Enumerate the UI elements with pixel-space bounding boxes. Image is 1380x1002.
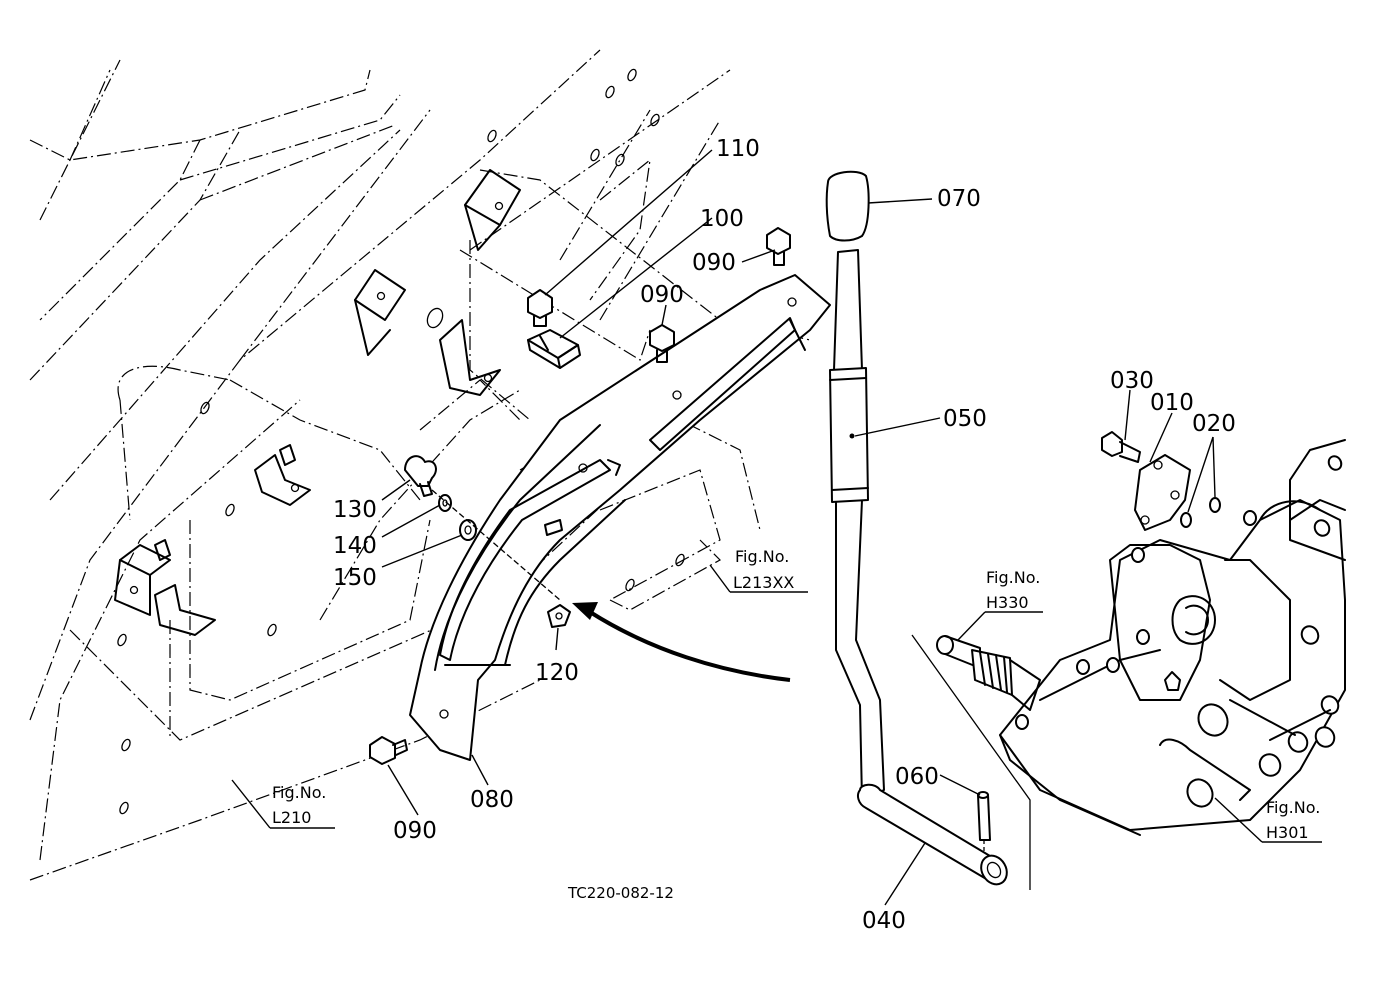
ref-l213-number: L213XX	[733, 573, 794, 592]
bolt-030	[1101, 431, 1141, 463]
label-090-lower: 090	[393, 818, 437, 844]
threaded-shaft-h330	[936, 635, 1041, 711]
label-070: 070	[937, 186, 981, 212]
bolt-090-upper	[766, 227, 791, 266]
figure-references: Fig.No. L213XX Fig.No. H330 Fig.No. L210…	[272, 547, 1320, 842]
washer-150	[459, 519, 477, 541]
shift-rod-040	[857, 783, 1008, 886]
phantom-line-h330	[911, 634, 1031, 890]
drawing-code: TC220-082-12	[567, 884, 674, 902]
label-120: 120	[535, 660, 579, 686]
label-100: 100	[700, 206, 744, 232]
ref-h330-number: H330	[986, 593, 1029, 612]
label-030: 030	[1110, 368, 1154, 394]
knob-bolt-130	[404, 455, 437, 497]
direction-arrow	[572, 602, 791, 682]
lever-knob-070	[825, 170, 870, 242]
o-rings-020	[1180, 497, 1221, 528]
label-040: 040	[862, 908, 906, 934]
ref-l213-prefix: Fig.No.	[735, 547, 789, 566]
pin-060	[977, 791, 991, 852]
part-labels: 110 100 070 090 090 050 030 010 020 130 …	[333, 136, 1236, 934]
label-090-middle: 090	[640, 282, 684, 308]
ref-l210-prefix: Fig.No.	[272, 783, 326, 802]
label-150: 150	[333, 565, 377, 591]
shift-lever-050	[829, 249, 885, 801]
clip-100	[527, 329, 581, 369]
ref-h330-prefix: Fig.No.	[986, 568, 1040, 587]
bolt-110	[527, 289, 553, 327]
bolt-090-lower	[369, 736, 408, 765]
label-060: 060	[895, 764, 939, 790]
ref-h301-number: H301	[1266, 823, 1309, 842]
label-130: 130	[333, 497, 377, 523]
nut-120	[547, 604, 571, 628]
mounting-tabs	[114, 169, 521, 636]
ref-h301-prefix: Fig.No.	[1266, 798, 1320, 817]
label-080: 080	[470, 787, 514, 813]
label-050: 050	[943, 406, 987, 432]
label-110: 110	[716, 136, 760, 162]
cover-plate-010	[1134, 454, 1191, 531]
ref-l210-number: L210	[272, 808, 311, 827]
shift-guide-plate-080	[409, 274, 831, 761]
transmission-housing	[999, 439, 1346, 836]
label-140: 140	[333, 533, 377, 559]
label-020: 020	[1192, 411, 1236, 437]
leader-lines	[231, 149, 1322, 906]
label-090-upper: 090	[692, 250, 736, 276]
body-holes	[117, 68, 685, 815]
label-010: 010	[1150, 390, 1194, 416]
